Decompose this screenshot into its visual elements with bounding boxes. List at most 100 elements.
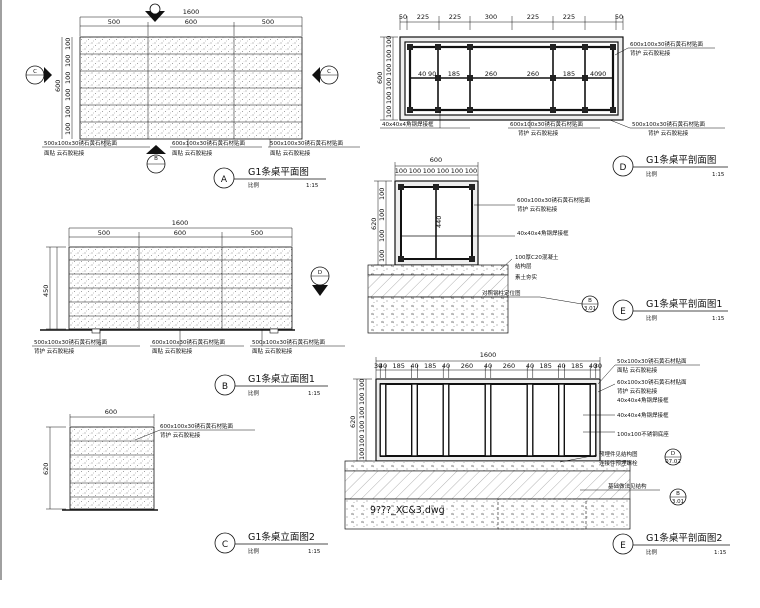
sece2-dim-label: 40 (442, 362, 450, 370)
sece1-callout-6: 素土夯实 (515, 273, 538, 281)
svg-text:100: 100 (358, 379, 366, 391)
svg-text:100: 100 (378, 188, 386, 200)
svg-text:100: 100 (451, 167, 463, 175)
elev1-dim-2: 600 (174, 229, 186, 237)
secd-title-bubble (612, 155, 634, 177)
svg-text:100: 100 (465, 167, 477, 175)
sece2-dim-label: 40 (379, 362, 387, 370)
svg-text:C: C (222, 540, 228, 550)
svg-text:B: B (588, 298, 592, 304)
secd-small-1: 40 (418, 70, 426, 78)
sece1-callout-3: 40x40x4角钢焊接框 (517, 229, 569, 237)
elev1-callout-1-sub: 背护 云石胶粘接 (34, 347, 75, 355)
secd-callout-1: 600x100x30锈石黄石材贴面 (630, 40, 704, 48)
svg-text:100: 100 (358, 448, 366, 460)
elev2-title-bubble (214, 532, 236, 554)
sece2-dim-label: 185 (424, 362, 436, 370)
plan-dim-left-2: 100 (64, 55, 72, 67)
secd-callout-3-sub: 背护 云石胶粘接 (518, 129, 559, 137)
plan-title: G1条桌平面图 (248, 166, 309, 178)
plan-dim-3: 500 (262, 18, 274, 26)
sece2-dim-label: 40 (526, 362, 534, 370)
plan-dim-left-4: 100 (64, 89, 72, 101)
secd-small-2: 90 (428, 70, 436, 78)
secd-dim-3: 225 (449, 13, 461, 21)
sece1-callout-2: 背护 云石胶粘接 (517, 205, 558, 213)
svg-text:100: 100 (395, 167, 407, 175)
svg-text:100: 100 (385, 64, 393, 76)
secd-callout-4: 500x100x30锈石黄石材贴面 (632, 120, 706, 128)
plan-callout-3-sub: 面贴 云石胶粘接 (270, 149, 311, 157)
svg-text:B: B (222, 382, 228, 392)
sece1-concrete-slab (367, 264, 509, 276)
svg-text:100: 100 (409, 167, 421, 175)
secd-callout-1-sub: 背护 云石胶粘接 (630, 49, 671, 57)
sece2-callout-5: 40x40x4角钢焊接框 (617, 396, 669, 404)
secd-dim-4: 300 (485, 13, 497, 21)
sece2-dim-label: 40 (410, 362, 418, 370)
sece2-base-layer (344, 470, 631, 500)
elev2-stone-face (69, 426, 155, 510)
sece2-concrete-slab (344, 460, 631, 472)
svg-text:100: 100 (437, 167, 449, 175)
sece1-callout-4: 100厚C20混凝土 (515, 253, 559, 261)
secd-scale: 1:15 (712, 172, 725, 178)
svg-text:100: 100 (385, 50, 393, 62)
svg-text:D: D (671, 451, 675, 457)
sece2-callout-7: 100x100不锈钢底座 (617, 430, 669, 438)
svg-text:C: C (327, 69, 331, 75)
secd-callout-4-sub: 背护 云石胶粘接 (648, 129, 689, 137)
sece2-dim-label: 40 (589, 362, 597, 370)
svg-text:100: 100 (378, 250, 386, 262)
sece2-dim-side: 620 (349, 416, 357, 428)
elev2-callout: 600x100x30锈石黄石材贴面 (160, 422, 234, 430)
sece2-xref: 9???_XC&3.dwg (370, 505, 445, 516)
plan-callout-1-sub: 面贴 云石胶粘接 (44, 149, 85, 157)
secd-inner-4: 185 (563, 70, 575, 78)
sece2-callout-6: 40x40x4角钢焊接框 (617, 411, 669, 419)
section-e1: 600 100 100 100 100 100 100 440 100 100 (367, 156, 728, 334)
secd-scale-label: 比例 (646, 170, 658, 178)
sece1-callout-1: 600x100x30锈石黄石材贴面 (517, 196, 591, 204)
svg-text:100: 100 (358, 393, 366, 405)
sece2-steel-post (411, 383, 419, 457)
svg-text:3.01: 3.01 (672, 499, 684, 505)
sece1-callout-5: 结构层 (515, 262, 532, 270)
secd-small-4: 90 (598, 70, 606, 78)
svg-text:D: D (318, 270, 322, 276)
sece2-scale-label: 比例 (646, 548, 658, 556)
sece2-steel-post (526, 383, 534, 457)
elev2-title: G1条桌立面图2 (248, 531, 315, 543)
sece2-steel-post (589, 383, 597, 457)
secd-small-3: 40 (590, 70, 598, 78)
svg-text:A: A (221, 175, 228, 185)
secd-dim-6: 225 (563, 13, 575, 21)
sece2-dim-label: 185 (393, 362, 405, 370)
sece1-ref-label: 对照钢柱定位图 (482, 289, 521, 297)
plan-dim-left-5: 100 (64, 106, 72, 118)
sece2-dim-label: 185 (571, 362, 583, 370)
plan-title-bubble (213, 167, 235, 189)
secd-inner-2: 260 (485, 70, 497, 78)
elev2-scale: 1:15 (308, 549, 321, 555)
secd-dim-7: 50 (615, 13, 623, 21)
sece2-dim-label: 30 (374, 362, 382, 370)
svg-text:100: 100 (378, 209, 386, 221)
elev2-callout-sub: 背护 云石胶粘接 (160, 431, 201, 439)
plan-scale: 1:15 (306, 183, 319, 189)
sece1-title-bubble (612, 299, 634, 321)
plan-view: 1600 500 600 500 100 100 100 100 100 100… (25, 3, 360, 189)
svg-text:100: 100 (423, 167, 435, 175)
elev1-title: G1条桌立面图1 (248, 373, 315, 385)
svg-text:07.02: 07.02 (665, 459, 681, 465)
svg-text:B: B (154, 156, 158, 162)
elev1-dim-3: 500 (251, 229, 263, 237)
elev1-callout-3-sub: 面贴 云石胶粘接 (252, 347, 293, 355)
plan-section-marker-top (145, 11, 165, 22)
sece2-steel-post (484, 383, 492, 457)
svg-text:D: D (620, 163, 627, 173)
svg-text:100: 100 (358, 435, 366, 447)
elev1-callout-2: 600x100x30锈石黄石材贴面 (152, 338, 226, 346)
